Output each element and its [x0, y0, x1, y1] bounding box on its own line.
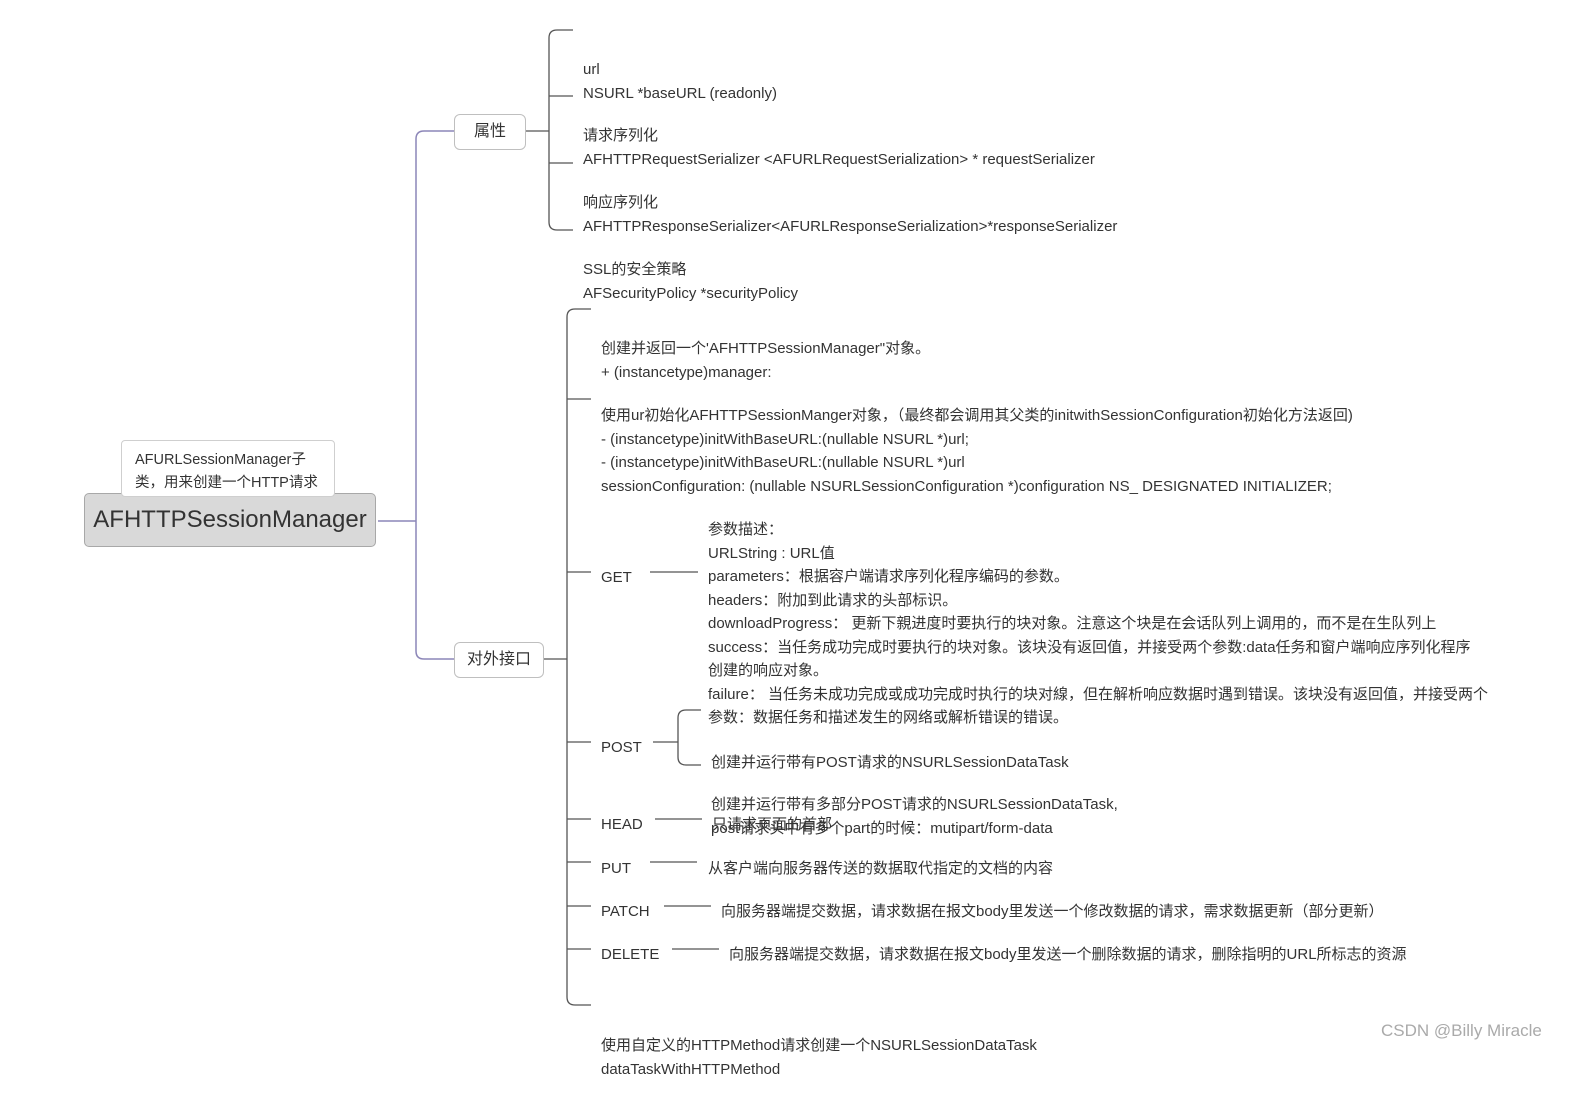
interface-init-with-base-url[interactable]: 使用ur初始化AFHTTPSessionManger对象，（最终都会调用其父类的…: [601, 407, 1353, 495]
delete-description[interactable]: 向服务器端提交数据，请求数据在报文body里发送一个删除数据的请求，删除指明的U…: [729, 946, 1407, 963]
head-description[interactable]: 只请求页面的首部: [712, 816, 833, 833]
main-branch-spine: [415, 130, 454, 660]
method-post[interactable]: POST: [601, 739, 642, 756]
method-put[interactable]: PUT: [601, 860, 631, 877]
method-head[interactable]: HEAD: [601, 816, 643, 833]
method-patch[interactable]: PATCH: [601, 903, 650, 920]
interface-manager[interactable]: 创建并返回一个'AFHTTPSessionManager"对象。+ (insta…: [601, 340, 931, 381]
post-spine: [677, 709, 701, 766]
method-delete[interactable]: DELETE: [601, 946, 660, 963]
patch-description[interactable]: 向服务器端提交数据，请求数据在报文body里发送一个修改数据的请求，需求数据更新…: [721, 903, 1384, 920]
root-node[interactable]: AFHTTPSessionManager: [84, 493, 376, 547]
topic-interfaces[interactable]: 对外接口: [454, 642, 544, 678]
interfaces-spine: [566, 308, 591, 1006]
watermark: CSDN @Billy Miracle: [1381, 1021, 1542, 1040]
post-item-multipart[interactable]: 创建并运行带有多部分POST请求的NSURLSessionDataTask,po…: [711, 796, 1118, 837]
connector-lines: [378, 29, 719, 1006]
root-note: AFURLSessionManager子 类，用来创建一个HTTP请求: [121, 440, 335, 497]
topic-properties[interactable]: 属性: [454, 114, 526, 150]
method-get[interactable]: GET: [601, 569, 632, 586]
put-description[interactable]: 从客户端向服务器传送的数据取代指定的文档的内容: [708, 860, 1054, 877]
interface-custom-method[interactable]: 使用自定义的HTTPMethod请求创建一个NSURLSessionDataTa…: [601, 1037, 1037, 1078]
properties-spine: [548, 29, 573, 231]
post-item-simple[interactable]: 创建并运行带有POST请求的NSURLSessionDataTask: [711, 754, 1069, 771]
